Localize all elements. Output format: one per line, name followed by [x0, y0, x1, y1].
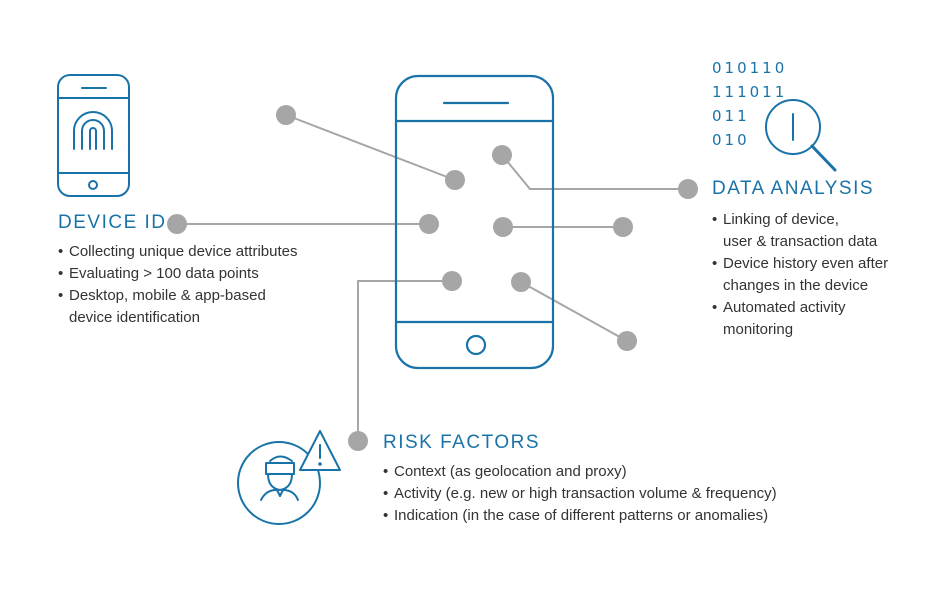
node	[678, 179, 698, 199]
list-item: Automated activity monitoring	[712, 297, 937, 341]
binary-row: 010	[712, 131, 750, 149]
list-item: Device history even after changes in the…	[712, 253, 937, 297]
node	[442, 271, 462, 291]
binary-row: 010110	[712, 59, 787, 77]
fraudster-warning-icon	[237, 430, 341, 525]
binary-magnifier-icon: 010110 111011 011 010	[712, 59, 837, 172]
connector-bottom-right	[520, 281, 628, 342]
binary-row: 111011	[712, 83, 787, 101]
risk-factors-list: Context (as geolocation and proxy) Activ…	[383, 461, 903, 527]
smartphone-icon	[394, 74, 555, 370]
node	[613, 217, 633, 237]
data-analysis-list: Linking of device, user & transaction da…	[712, 209, 937, 341]
node	[445, 170, 465, 190]
list-item: Desktop, mobile & app-based device ident…	[58, 285, 348, 329]
list-item: Linking of device, user & transaction da…	[712, 209, 937, 253]
device-id-title: DEVICE ID	[58, 212, 167, 233]
list-item: Evaluating > 100 data points	[58, 263, 348, 285]
risk-factors-title: RISK FACTORS	[383, 432, 541, 453]
device-id-list: Collecting unique device attributes Eval…	[58, 241, 348, 329]
node	[493, 217, 513, 237]
node	[276, 105, 296, 125]
node	[511, 272, 531, 292]
binary-row: 011	[712, 107, 750, 125]
magnifier-icon	[765, 99, 837, 172]
connector-top-left	[285, 114, 456, 181]
list-item: Context (as geolocation and proxy)	[383, 461, 903, 483]
connector-risk-factors	[357, 280, 452, 441]
list-item: Collecting unique device attributes	[58, 241, 348, 263]
connector-lines	[177, 114, 688, 441]
list-item: Indication (in the case of different pat…	[383, 505, 903, 527]
fingerprint-phone-icon	[57, 74, 130, 197]
list-item: Activity (e.g. new or high transaction v…	[383, 483, 903, 505]
data-analysis-title: DATA ANALYSIS	[712, 178, 875, 199]
node	[348, 431, 368, 451]
node	[617, 331, 637, 351]
node	[492, 145, 512, 165]
connector-nodes	[167, 105, 698, 451]
node	[419, 214, 439, 234]
node	[167, 214, 187, 234]
connector-data-analysis	[501, 154, 688, 190]
